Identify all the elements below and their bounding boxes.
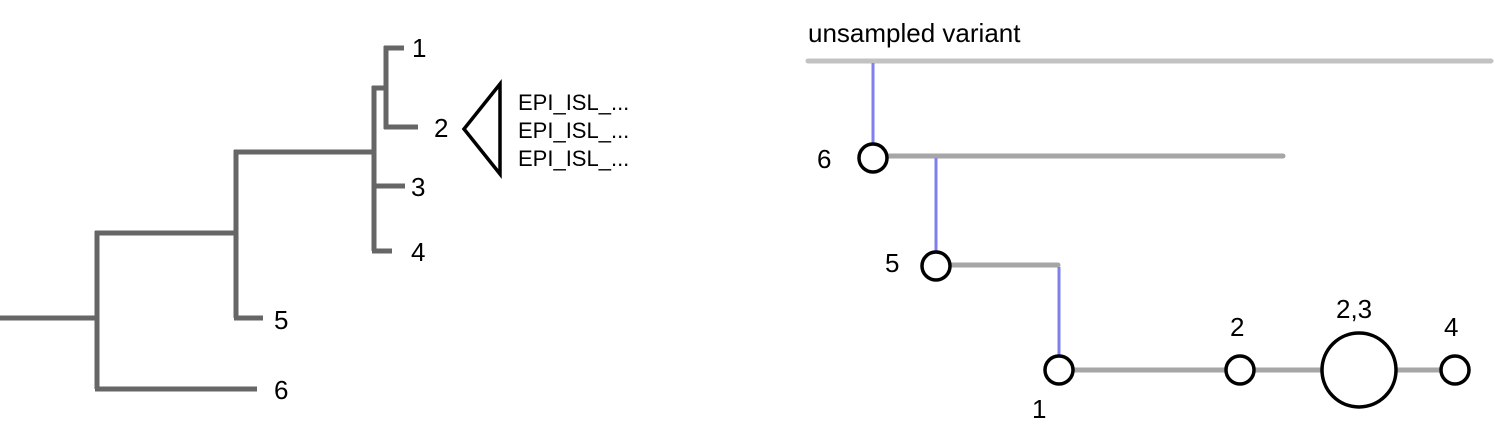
clade-sequence-label: EPI_ISL_...	[518, 90, 629, 115]
network-node-2	[1224, 354, 1256, 386]
network-label-2-3: 2,3	[1336, 294, 1372, 324]
collapsed-clade-labels: EPI_ISL_... EPI_ISL_... EPI_ISL_...	[518, 90, 629, 171]
network-title: unsampled variant	[808, 18, 1021, 48]
tree-tip-labels: 1 2 3 4 5 6	[274, 33, 448, 405]
network-label-5: 5	[885, 248, 899, 278]
network-node-2-3	[1320, 331, 1398, 409]
phylogenetic-tree	[0, 45, 418, 392]
network-label-1: 1	[1032, 394, 1046, 424]
network-label-4: 4	[1444, 312, 1458, 342]
network-label-6: 6	[817, 144, 831, 174]
tree-tip-label-4: 4	[411, 237, 425, 267]
tree-tip-label-3: 3	[411, 172, 425, 202]
lineage-lines	[805, 58, 1494, 373]
ancestry-links	[871, 63, 1061, 356]
tree-tip-label-1: 1	[412, 33, 426, 63]
network-node-4	[1439, 354, 1471, 386]
tree-tip-label-2: 2	[434, 113, 448, 143]
tree-tip-label-6: 6	[274, 375, 288, 405]
network-label-2: 2	[1230, 312, 1244, 342]
network-node-6	[857, 142, 889, 174]
tree-tip-label-5: 5	[274, 305, 288, 335]
variant-nodes	[857, 142, 1471, 409]
network-node-1	[1043, 354, 1075, 386]
collapsed-clade-triangle	[461, 79, 502, 179]
clade-sequence-label: EPI_ISL_...	[518, 118, 629, 143]
network-node-5	[920, 250, 952, 282]
clade-sequence-label: EPI_ISL_...	[518, 146, 629, 171]
network-node-labels: 6 5 1 2 2,3 4	[817, 144, 1458, 424]
